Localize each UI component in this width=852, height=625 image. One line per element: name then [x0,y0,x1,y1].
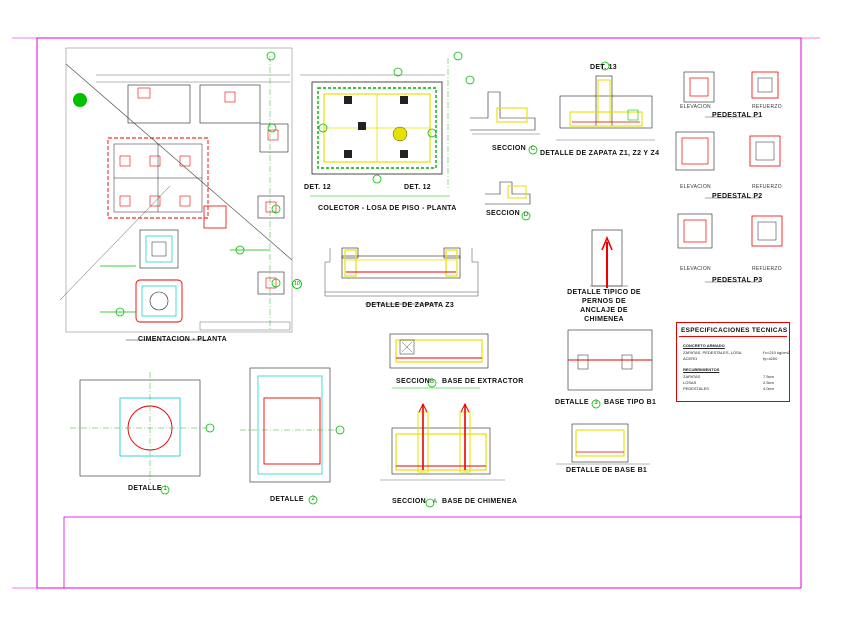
title-seccion-d: SECCION [486,210,520,217]
spec-row: ACERO [683,356,698,361]
base-extractor-section [389,333,489,389]
bubble-b: B [429,379,434,385]
title-pedestal-p1: PEDESTAL P1 [712,112,763,119]
title-pedestal-p2: PEDESTAL P2 [712,193,763,200]
title-detalle-1: DETALLE [128,485,162,492]
title-base-chimenea: BASE DE CHIMENEA [442,498,518,505]
title-pedestal-p3: PEDESTAL P3 [712,277,763,284]
title-detalle-b1: DETALLE [555,399,589,406]
spec-row: CONCRETO ARMADO [683,343,725,348]
title-base-extractor: BASE DE EXTRACTOR [442,378,524,385]
bubble-1: 1 [163,486,167,492]
zapata-z3-detail [324,247,479,305]
label-refuerzo-p2: REFUERZO [752,184,782,190]
title-zapata-z3: DETALLE DE ZAPATA Z3 [366,302,455,309]
label-elevacion-p3: ELEVACION [680,266,711,272]
cimentacion-plan [59,47,293,341]
detalle-1 [70,372,215,495]
spec-row: LOSAS [683,380,697,385]
base-chimenea-section [380,402,505,508]
title-colector: COLECTOR - LOSA DE PISO - PLANTA [318,205,457,212]
pernos-anclaje [590,229,628,288]
title-seccion-b: SECCION [396,378,430,385]
bubble-3: 3 [594,400,598,406]
outer-border [36,37,802,589]
title-detalle-base-b1: DETALLE DE BASE B1 [566,467,648,474]
bubble-d: D [523,212,529,218]
bubble-10: 10 [292,279,302,289]
zapata-z1-detail [470,61,655,221]
title-seccion-a: SECCION [392,498,426,505]
label-elevacion-p1: ELEVACION [680,104,711,110]
spec-value: f'c=210 kg/cm2 [763,350,790,355]
bubble-2: 2 [311,496,315,502]
spec-value: 2.5cm [763,380,774,385]
label-det-12b: DET. 12 [404,184,431,191]
title-pernos: DETALLE TIPICO DE PERNOS DE ANCLAJE DE C… [567,289,641,323]
title-detalle-2: DETALLE [270,496,304,503]
spec-value: 4.0cm [763,386,774,391]
title-zapata-z1: DETALLE DE ZAPATA Z1, Z2 Y Z4 [540,150,660,157]
spec-row: PEDESTALES [683,386,709,391]
bubble-c: C [530,146,536,152]
bubble-a: A [432,499,437,505]
detalle-2 [240,367,345,505]
label-refuerzo-p1: REFUERZO [752,104,782,110]
pedestales [675,71,783,283]
label-elevacion-p2: ELEVACION [680,184,711,190]
spec-value: 7.5cm [763,374,774,379]
base-tipo-b1 [556,329,653,465]
label-det-13: DET. 13 [590,64,617,71]
spec-title: ESPECIFICACIONES TECNICAS [681,327,788,334]
title-base-tipo-b1: BASE TIPO B1 [604,399,657,406]
spec-value: fy=4200 [763,356,778,361]
spec-row: ZAPATAS [683,374,701,379]
title-block [63,516,802,589]
colector-plan [300,51,475,197]
title-seccion-c: SECCION [492,145,526,152]
spec-row: ZAPATAS, PEDESTALES, LOSA [683,350,742,355]
title-cimentacion: CIMENTACION - PLANTA [138,336,227,343]
label-refuerzo-p3: REFUERZO [752,266,782,272]
spec-row: RECUBRIMIENTOS [683,367,720,372]
especificaciones-tecnicas: ESPECIFICACIONES TECNICAS CONCRETO ARMAD… [676,322,790,402]
label-det-12: DET. 12 [304,184,331,191]
